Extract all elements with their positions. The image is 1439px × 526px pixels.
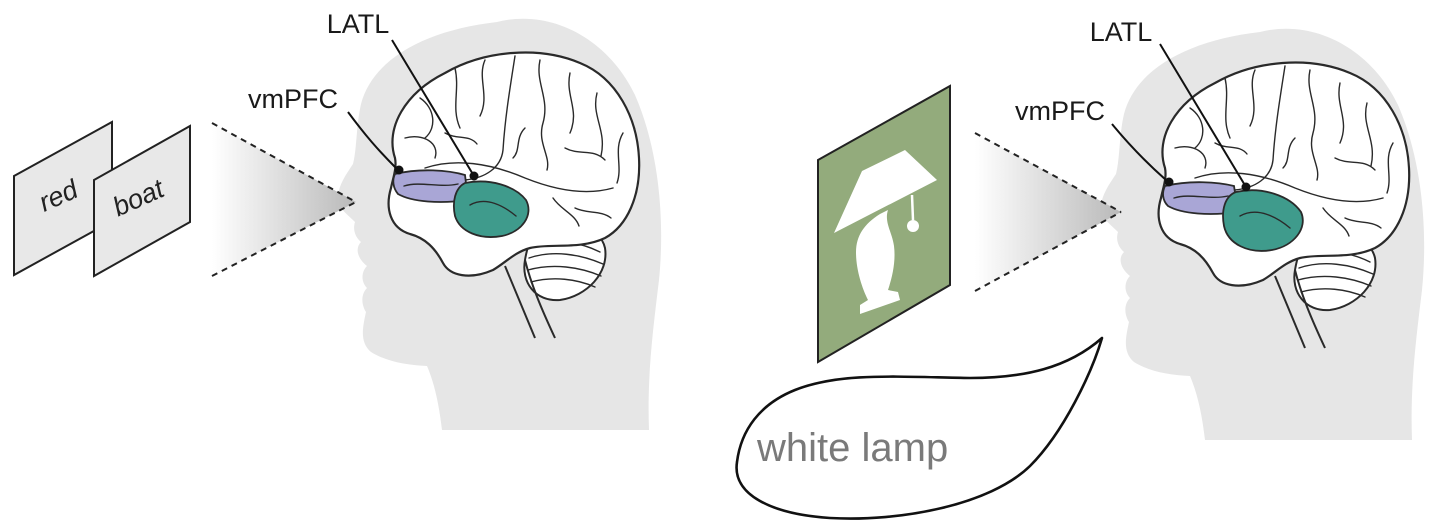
right-vmpfc-dot [1165,178,1174,187]
left-vmpfc-label: vmPFC [248,84,338,114]
right-view-cone [975,133,1121,291]
right-vmpfc-label: vmPFC [1015,96,1105,126]
left-panel: LATL vmPFC red boat [14,9,661,430]
left-view-cone [212,123,356,276]
right-latl-dot [1242,183,1251,192]
right-panel: LATL vmPFC white lamp [737,17,1425,519]
right-latl-label: LATL [1090,17,1153,47]
left-latl-dot [470,172,479,181]
speech-text: white lamp [756,426,948,470]
left-latl-label: LATL [327,9,390,39]
left-vmpfc-dot [395,166,404,175]
